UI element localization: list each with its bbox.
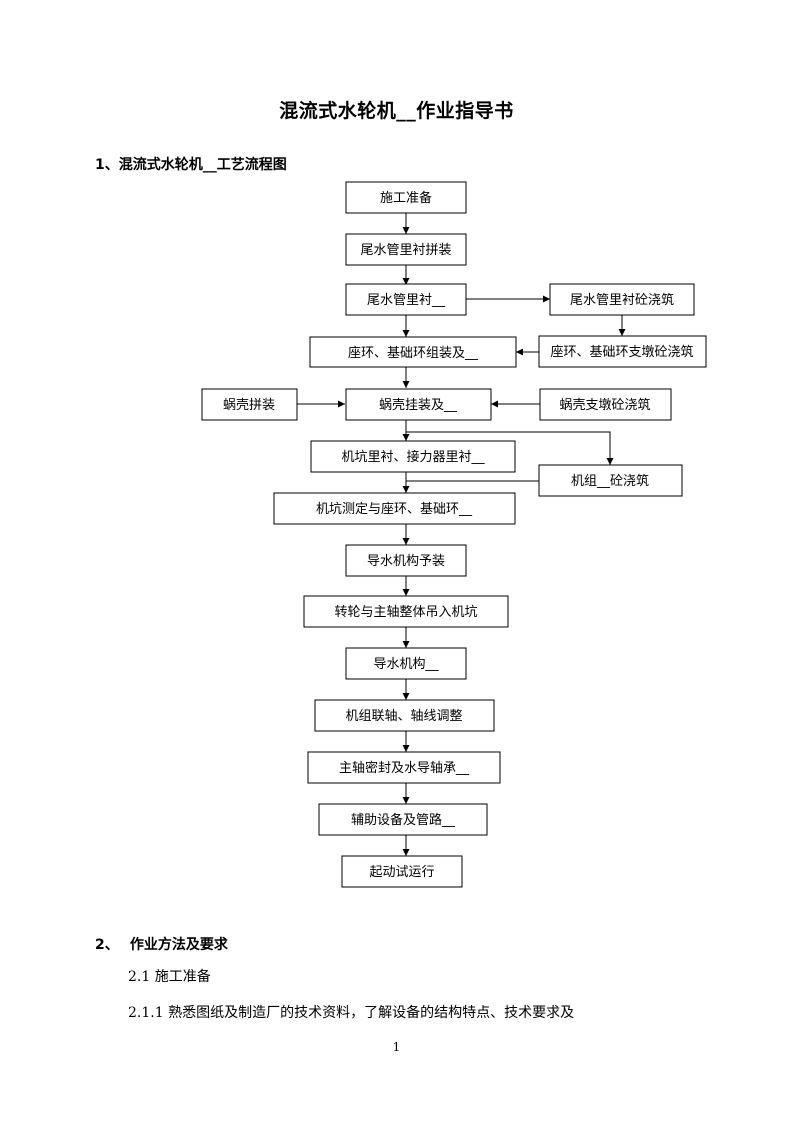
box-draft-tube-assembly: 尾水管里衬拼装 bbox=[345, 233, 467, 266]
box-prep-label: 施工准备 bbox=[380, 190, 432, 206]
box-spiral-assembly-label: 蜗壳拼装 bbox=[223, 397, 275, 413]
box-draft-tube-concrete-label: 尾水管里衬砼浇筑 bbox=[570, 292, 674, 308]
box-stay-ring-assembly-label: 座环、基础环组装及__ bbox=[348, 346, 479, 361]
box-draft-tube-liner: 尾水管里衬__ bbox=[345, 283, 467, 316]
box-stay-ring-concrete: 座环、基础环支墩砼浇筑 bbox=[538, 335, 707, 368]
box-draft-tube-assembly-label: 尾水管里衬拼装 bbox=[360, 243, 451, 258]
box-guide-install: 导水机构__ bbox=[345, 647, 467, 680]
box-pit-measure: 机坑测定与座环、基础环__ bbox=[273, 492, 516, 525]
section-1-heading: 1、混流式水轮机__工艺流程图 bbox=[95, 157, 287, 173]
page-number: 1 bbox=[392, 1040, 401, 1054]
box-aux-piping: 辅助设备及管路__ bbox=[318, 803, 488, 836]
box-guide-pre: 导水机构予装 bbox=[345, 544, 467, 577]
section-2-number: 2、 bbox=[95, 937, 119, 953]
box-spiral-hanging: 蜗壳挂装及__ bbox=[345, 388, 492, 421]
box-pit-liner: 机坑里衬、接力器里衬__ bbox=[310, 440, 516, 473]
box-prep: 施工准备 bbox=[345, 181, 467, 214]
box-draft-tube-concrete: 尾水管里衬砼浇筑 bbox=[549, 283, 695, 316]
box-trial-run-label: 起动试运行 bbox=[369, 865, 434, 880]
box-trial-run: 起动试运行 bbox=[341, 855, 463, 888]
box-runner-lift: 转轮与主轴整体吊入机坑 bbox=[303, 595, 509, 628]
box-aux-piping-label: 辅助设备及管路__ bbox=[351, 812, 456, 828]
box-seal-bearing: 主轴密封及水导轴承__ bbox=[307, 751, 501, 784]
box-unit-concrete: 机组__砼浇筑 bbox=[538, 464, 683, 497]
box-pit-liner-label: 机坑里衬、接力器里衬__ bbox=[341, 449, 485, 465]
box-spiral-support-concrete-label: 蜗壳支墩砼浇筑 bbox=[559, 397, 650, 413]
box-draft-tube-liner-label: 尾水管里衬__ bbox=[367, 293, 446, 308]
flow-connectors bbox=[297, 213, 626, 856]
box-stay-ring-assembly: 座环、基础环组装及__ bbox=[309, 336, 517, 368]
arrow-spiral-to-unit-concrete bbox=[406, 431, 614, 465]
box-pit-measure-label: 机坑测定与座环、基础环__ bbox=[316, 502, 473, 517]
box-guide-pre-label: 导水机构予装 bbox=[367, 554, 445, 569]
section-2-heading: 2、 作业方法及要求 bbox=[95, 934, 228, 954]
paragraph-2-1: 2.1 施工准备 bbox=[128, 969, 211, 985]
box-runner-lift-label: 转轮与主轴整体吊入机坑 bbox=[334, 605, 477, 620]
box-shaft-align: 机组联轴、轴线调整 bbox=[314, 699, 495, 732]
document-title: 混流式水轮机__作业指导书 bbox=[279, 100, 514, 122]
box-unit-concrete-label: 机组__砼浇筑 bbox=[571, 473, 649, 489]
box-seal-bearing-label: 主轴密封及水导轴承__ bbox=[339, 760, 470, 776]
section-2-title: 作业方法及要求 bbox=[129, 937, 228, 953]
box-stay-ring-concrete-label: 座环、基础环支墩砼浇筑 bbox=[550, 344, 693, 360]
box-shaft-align-label: 机组联轴、轴线调整 bbox=[345, 709, 462, 724]
box-guide-install-label: 导水机构__ bbox=[373, 657, 439, 672]
box-spiral-support-concrete: 蜗壳支墩砼浇筑 bbox=[539, 388, 672, 421]
paragraph-2-1-1: 2.1.1 熟悉图纸及制造厂的技术资料，了解设备的结构特点、技术要求及 bbox=[128, 1005, 575, 1021]
box-spiral-hanging-label: 蜗壳挂装及__ bbox=[379, 397, 458, 413]
box-spiral-assembly: 蜗壳拼装 bbox=[201, 388, 298, 421]
